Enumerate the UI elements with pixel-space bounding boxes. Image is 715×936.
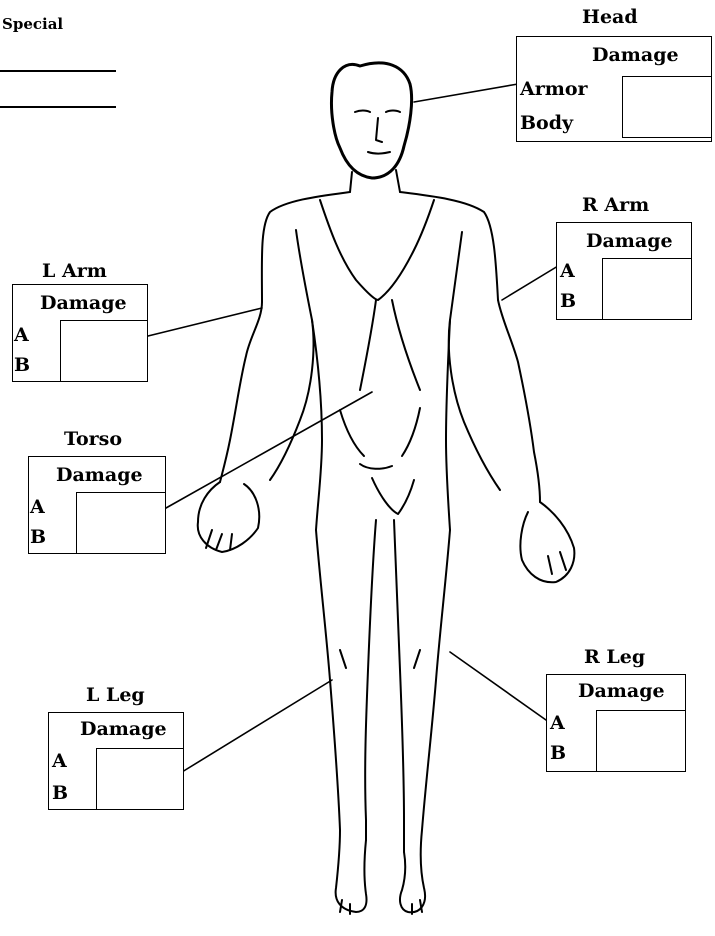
l-arm-damage-label: Damage <box>40 294 127 313</box>
torso-damage-label: Damage <box>56 466 143 485</box>
head-armor-label: Armor <box>520 80 588 99</box>
r-leg-damage-label: Damage <box>578 682 665 701</box>
r-leg-b-label: B <box>550 744 566 763</box>
torso-b-label: B <box>30 528 46 547</box>
special-line-2[interactable] <box>0 106 116 108</box>
r-arm-damage-field[interactable] <box>602 258 692 320</box>
special-label: Special <box>2 14 63 34</box>
head-outline <box>331 63 411 178</box>
torso-title: Torso <box>64 430 122 449</box>
head-body-label: Body <box>520 114 573 133</box>
l-arm-a-label: A <box>14 326 29 345</box>
head-leader <box>414 84 518 102</box>
l-arm-leader <box>148 308 262 336</box>
r-arm-leader <box>502 266 558 300</box>
r-arm-title: R Arm <box>582 196 649 215</box>
l-leg-a-label: A <box>52 752 67 771</box>
l-leg-leader <box>182 680 332 772</box>
torso-damage-field[interactable] <box>76 492 166 554</box>
head-damage-field[interactable] <box>622 76 712 138</box>
l-leg-damage-label: Damage <box>80 720 167 739</box>
r-leg-damage-field[interactable] <box>596 710 686 772</box>
special-line-1[interactable] <box>0 70 116 72</box>
r-leg-a-label: A <box>550 714 565 733</box>
r-leg-title: R Leg <box>584 648 645 667</box>
torso-a-label: A <box>30 498 45 517</box>
head-damage-label: Damage <box>592 46 679 65</box>
l-arm-title: L Arm <box>42 262 107 281</box>
r-leg-leader <box>450 652 546 720</box>
l-arm-b-label: B <box>14 356 30 375</box>
l-leg-title: L Leg <box>86 686 145 705</box>
torso-leader <box>166 392 372 508</box>
l-leg-b-label: B <box>52 784 68 803</box>
r-arm-damage-label: Damage <box>586 232 673 251</box>
r-arm-b-label: B <box>560 292 576 311</box>
r-arm-a-label: A <box>560 262 575 281</box>
l-arm-damage-field[interactable] <box>60 320 148 382</box>
l-leg-damage-field[interactable] <box>96 748 184 810</box>
head-title: Head <box>582 8 638 27</box>
